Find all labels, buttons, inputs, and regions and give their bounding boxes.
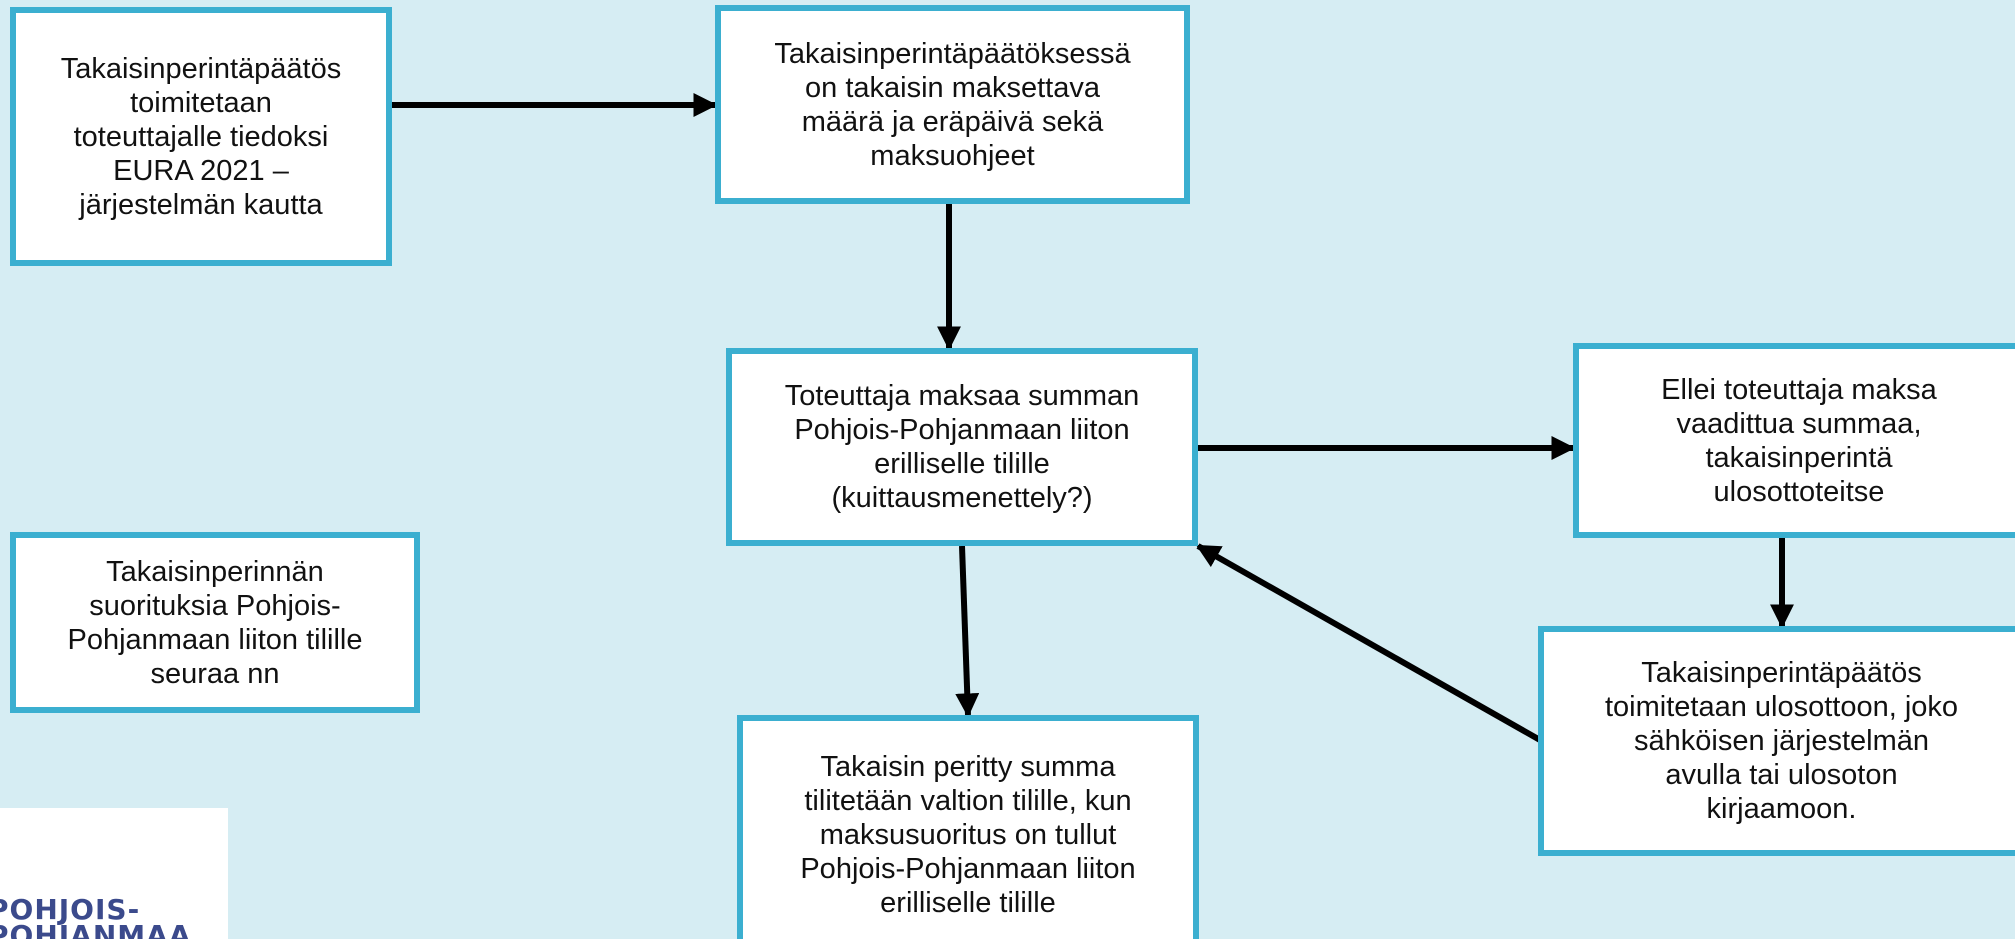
box-decision-contents: Takaisinperintäpäätöksessä on takaisin m…	[715, 5, 1190, 204]
box-transfer-to-state-text: Takaisin peritty summa tilitetään valtio…	[800, 751, 1136, 919]
box-unpaid-enforcement-text: Ellei toteuttaja maksa vaadittua summaa,…	[1661, 373, 1937, 508]
box-implementer-pays: Toteuttaja maksaa summan Pohjois-Pohjanm…	[726, 348, 1198, 546]
box-payment-monitoring: Takaisinperinnän suorituksia Pohjois- Po…	[10, 532, 420, 713]
box-decision-contents-text: Takaisinperintäpäätöksessä on takaisin m…	[774, 37, 1131, 172]
box-implementer-pays-text: Toteuttaja maksaa summan Pohjois-Pohjanm…	[784, 380, 1140, 514]
box-transfer-to-state: Takaisin peritty summa tilitetään valtio…	[737, 715, 1199, 939]
box-sent-to-enforcement-text: Takaisinperintäpäätös toimitetaan ulosot…	[1604, 657, 1959, 825]
arrow-b6-to-b3	[1195, 543, 1542, 743]
organization-logo: POHJOIS- POHJANMAA	[0, 808, 228, 939]
logo-line-1: POHJOIS-	[0, 893, 141, 926]
logo-line-2: POHJANMAA	[0, 919, 192, 939]
box-unpaid-enforcement: Ellei toteuttaja maksa vaadittua summaa,…	[1573, 343, 2015, 538]
box-payment-monitoring-text: Takaisinperinnän suorituksia Pohjois- Po…	[67, 555, 363, 690]
box-decision-delivered: Takaisinperintäpäätös toimitetaan toteut…	[10, 7, 392, 266]
box-sent-to-enforcement: Takaisinperintäpäätös toimitetaan ulosot…	[1538, 626, 2015, 856]
arrow-b3-to-b7	[955, 545, 980, 718]
box-decision-delivered-text: Takaisinperintäpäätös toimitetaan toteut…	[60, 52, 342, 221]
